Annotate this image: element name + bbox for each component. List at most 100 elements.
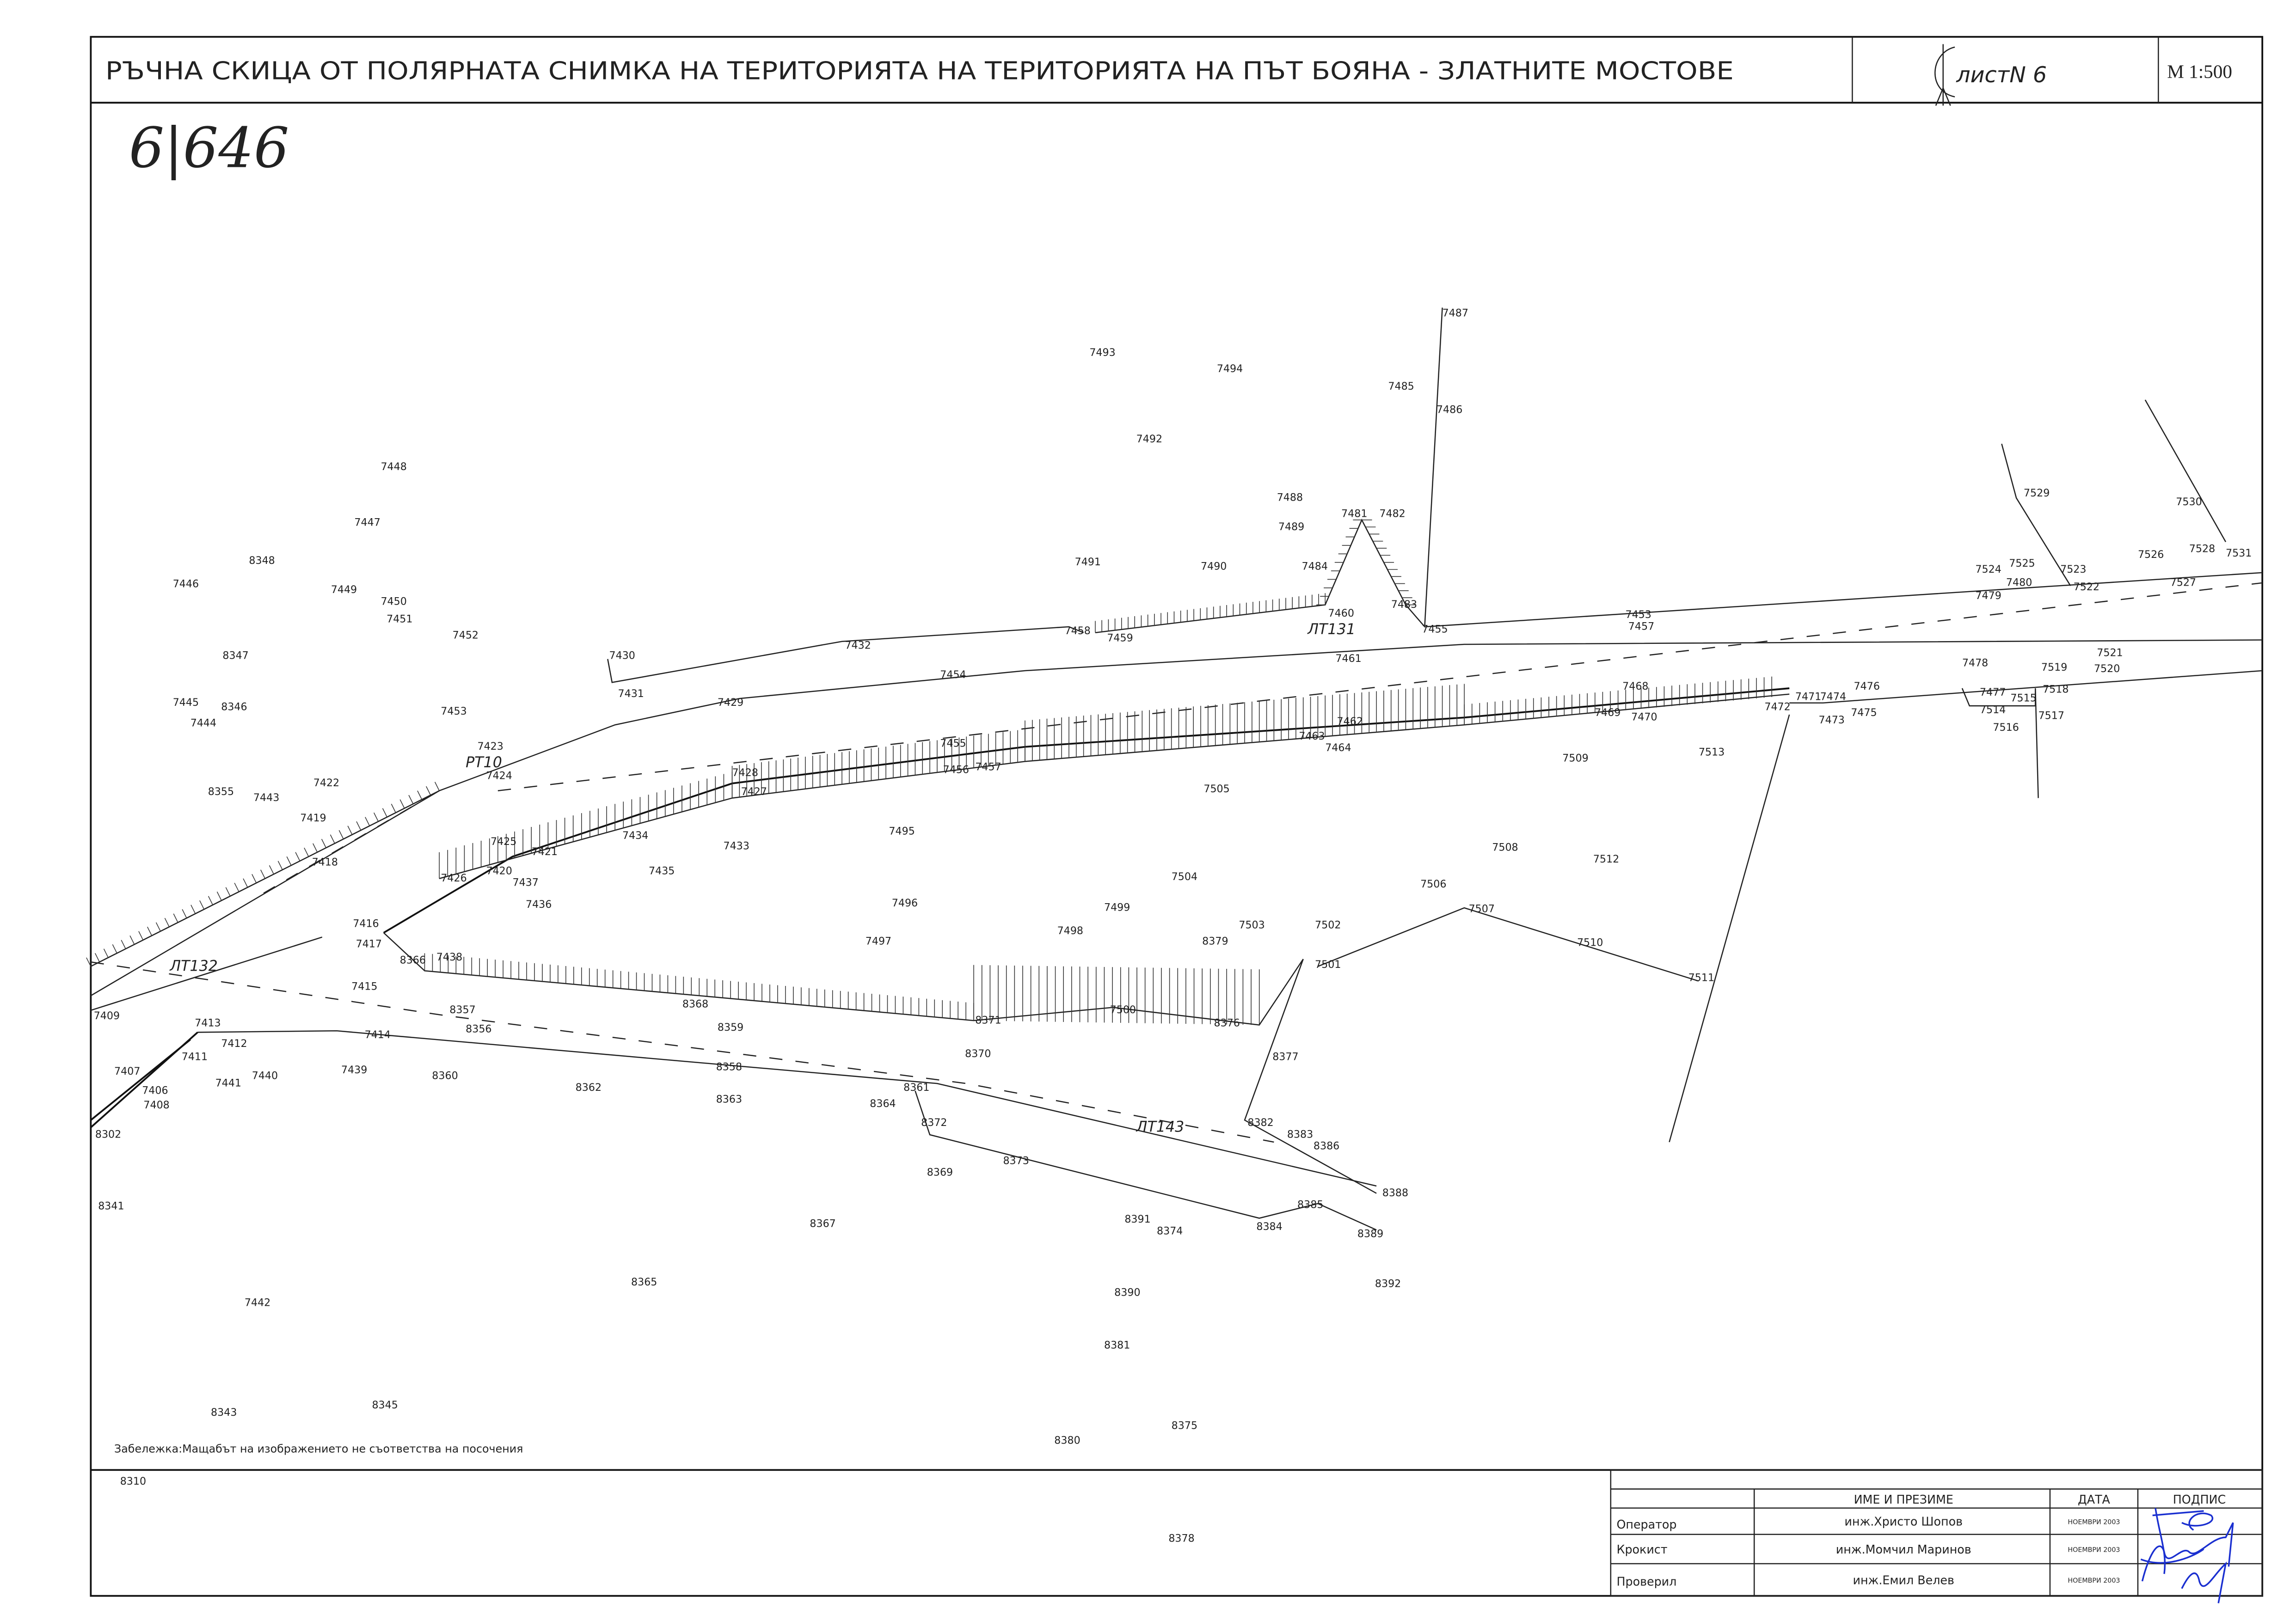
point-label: 7528: [2189, 543, 2215, 555]
point-label: 8343: [211, 1407, 237, 1419]
hatch-mark: [408, 795, 414, 804]
point-label: 8341: [98, 1200, 124, 1212]
point-label: 7496: [892, 897, 918, 909]
point-label: 7492: [1136, 433, 1162, 445]
hatch-mark: [94, 953, 100, 962]
point-label: 7435: [649, 865, 675, 877]
point-label: 7485: [1388, 380, 1414, 392]
point-label: 8389: [1357, 1228, 1383, 1240]
hatch-mark: [269, 865, 274, 875]
point-label: 7420: [486, 865, 512, 877]
point-label: 7504: [1172, 871, 1197, 883]
point-label: 7455: [940, 738, 966, 750]
handwritten-sheet-number: 6|646: [129, 116, 289, 181]
point-label: 7525: [2009, 557, 2035, 569]
point-label: 7458: [1064, 625, 1090, 637]
point-label: 7499: [1104, 901, 1130, 913]
point-label: 7407: [114, 1065, 140, 1077]
point-label: 8365: [631, 1276, 657, 1288]
point-label: 7470: [1631, 711, 1657, 723]
point-label: 8383: [1287, 1128, 1313, 1140]
hatch-mark: [304, 847, 309, 857]
point-label: 7509: [1562, 752, 1588, 764]
point-label: 8375: [1172, 1420, 1197, 1432]
hatch-mark: [286, 856, 292, 866]
point-label: 8362: [576, 1082, 602, 1094]
point-label: 8348: [249, 555, 275, 567]
hatch-mark: [399, 799, 405, 809]
point-label: 7448: [381, 461, 406, 473]
point-label: 8346: [221, 701, 247, 713]
point-label: 7482: [1379, 508, 1405, 520]
linework: [90, 307, 2263, 1231]
point-label: 7493: [1089, 347, 1115, 359]
point-label: 8371: [975, 1014, 1001, 1026]
hatch-mark: [208, 896, 213, 905]
point-label: 7491: [1075, 556, 1101, 568]
point-label: 8380: [1054, 1434, 1080, 1446]
point-label: 8368: [682, 998, 708, 1010]
point-label: 7444: [190, 717, 216, 729]
point-label: 7463: [1299, 730, 1325, 742]
hatch-mark: [252, 874, 257, 883]
point-label: 7426: [441, 872, 467, 884]
point-label: 7516: [1993, 722, 2019, 734]
row-date: НОЕМВРИ 2003: [2068, 1547, 2120, 1554]
point-label: 7438: [436, 951, 462, 963]
hatch-mark: [321, 838, 326, 848]
point-label: 8345: [372, 1399, 398, 1411]
slope-hatching: [86, 520, 1772, 1025]
point-label: 8390: [1114, 1286, 1140, 1298]
point-label: 7507: [1469, 903, 1495, 915]
hatch-mark: [129, 935, 135, 945]
point-label: 7455: [1422, 624, 1448, 636]
point-label: 7514: [1980, 704, 2006, 716]
point-label: 7409: [94, 1010, 120, 1022]
point-label: 7517: [2038, 710, 2064, 722]
point-label: 7506: [1420, 878, 1446, 890]
point-label: 8391: [1124, 1213, 1150, 1225]
hatch-mark: [374, 812, 379, 822]
point-label: 8361: [903, 1082, 929, 1094]
hatch-mark: [382, 808, 387, 818]
row-name: инж.Христо Шопов: [1844, 1515, 1963, 1529]
point-label: 8366: [400, 954, 426, 966]
point-label: 8384: [1256, 1221, 1282, 1233]
point-label: 7490: [1201, 561, 1227, 573]
hatch-mark: [147, 926, 152, 936]
point-label: 7432: [845, 640, 871, 652]
hatch-mark: [164, 918, 170, 927]
point-label: 7497: [866, 935, 891, 947]
point-label: 7460: [1328, 607, 1354, 619]
point-label: 7446: [173, 578, 199, 590]
point-label: 7434: [622, 830, 648, 842]
hatch-mark: [103, 948, 109, 958]
point-label: 7422: [313, 777, 339, 789]
point-label: 7457: [975, 761, 1001, 773]
route-label-pt10: PT10: [466, 754, 502, 771]
row-role: Оператор: [1616, 1517, 1676, 1531]
sheet-title: РЪЧНА СКИЦА ОТ ПОЛЯРНАТА СНИМКА НА ТЕРИТ…: [105, 56, 1734, 86]
hatch-mark: [190, 905, 196, 914]
point-label: 8360: [432, 1070, 458, 1082]
point-label: 7519: [2041, 661, 2067, 673]
point-label: 7523: [2060, 563, 2086, 575]
point-label: 7515: [2010, 692, 2036, 704]
hatch-mark: [225, 887, 231, 897]
point-label: 7500: [1110, 1004, 1136, 1016]
point-label: 7472: [1764, 701, 1790, 713]
point-label: 7462: [1337, 716, 1363, 728]
point-label: 7443: [253, 792, 279, 804]
point-label: 8388: [1382, 1187, 1408, 1199]
point-label: 7502: [1315, 919, 1341, 931]
route-label-lt132: ЛТ132: [169, 958, 218, 974]
point-label: 8373: [1003, 1155, 1029, 1167]
point-label: 7421: [532, 846, 558, 858]
point-label: 8364: [870, 1098, 896, 1110]
hatch-mark: [199, 900, 205, 910]
row-name: инж.Емил Велев: [1853, 1573, 1954, 1587]
sheet-frame: [90, 36, 2264, 1597]
point-label: 7445: [173, 697, 199, 709]
point-label: 7473: [1819, 714, 1845, 726]
